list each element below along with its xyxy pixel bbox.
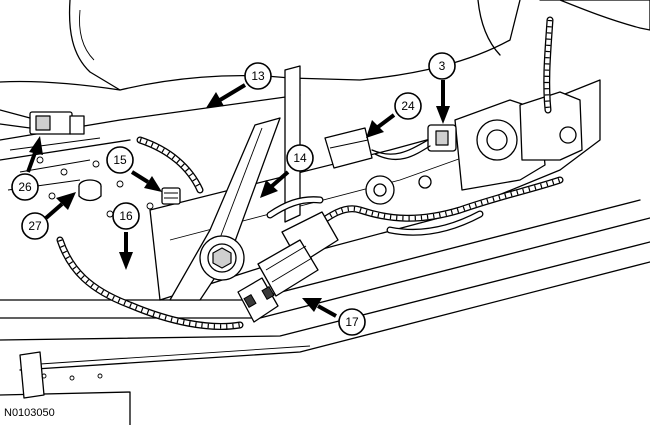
knob-27 — [78, 179, 102, 202]
arrow-3 — [436, 80, 450, 124]
callout-14: 14 — [286, 144, 314, 172]
callout-24-label: 24 — [401, 99, 415, 113]
arrow-27 — [44, 192, 76, 220]
callout-16-label: 16 — [119, 209, 133, 223]
fastener-15 — [161, 187, 181, 205]
callout-15: 15 — [106, 146, 134, 174]
callout-14-label: 14 — [293, 151, 307, 165]
arrow-13 — [206, 83, 247, 108]
wiring-harness — [0, 16, 564, 330]
callout-15-label: 15 — [113, 153, 127, 167]
callout-3: 3 — [428, 52, 456, 80]
callout-24: 24 — [394, 92, 422, 120]
arrow-15 — [130, 170, 162, 192]
callout-26: 26 — [11, 173, 39, 201]
floor-pattern — [26, 156, 154, 224]
callout-arrows — [26, 80, 450, 318]
arrow-24 — [366, 113, 396, 138]
arrow-14 — [260, 170, 290, 198]
motor-housing — [365, 91, 583, 205]
callout-27-label: 27 — [28, 219, 42, 233]
connector-17 — [237, 211, 339, 323]
arrow-16 — [119, 232, 133, 270]
callout-17: 17 — [338, 308, 366, 336]
callout-13: 13 — [244, 62, 272, 90]
arrow-17 — [302, 298, 337, 318]
figure-id: N0103050 — [4, 407, 55, 419]
connector-24 — [324, 127, 373, 169]
connector-26 — [29, 111, 85, 135]
callout-16: 16 — [112, 202, 140, 230]
callout-17-label: 17 — [345, 315, 359, 329]
seat-cushion — [0, 0, 650, 91]
callout-13-label: 13 — [251, 69, 265, 83]
callout-27: 27 — [21, 212, 49, 240]
arrow-26 — [26, 136, 43, 173]
connector-3 — [427, 124, 457, 152]
callout-3-label: 3 — [439, 59, 446, 73]
callout-26-label: 26 — [18, 180, 32, 194]
pivot-bolt — [199, 235, 245, 281]
